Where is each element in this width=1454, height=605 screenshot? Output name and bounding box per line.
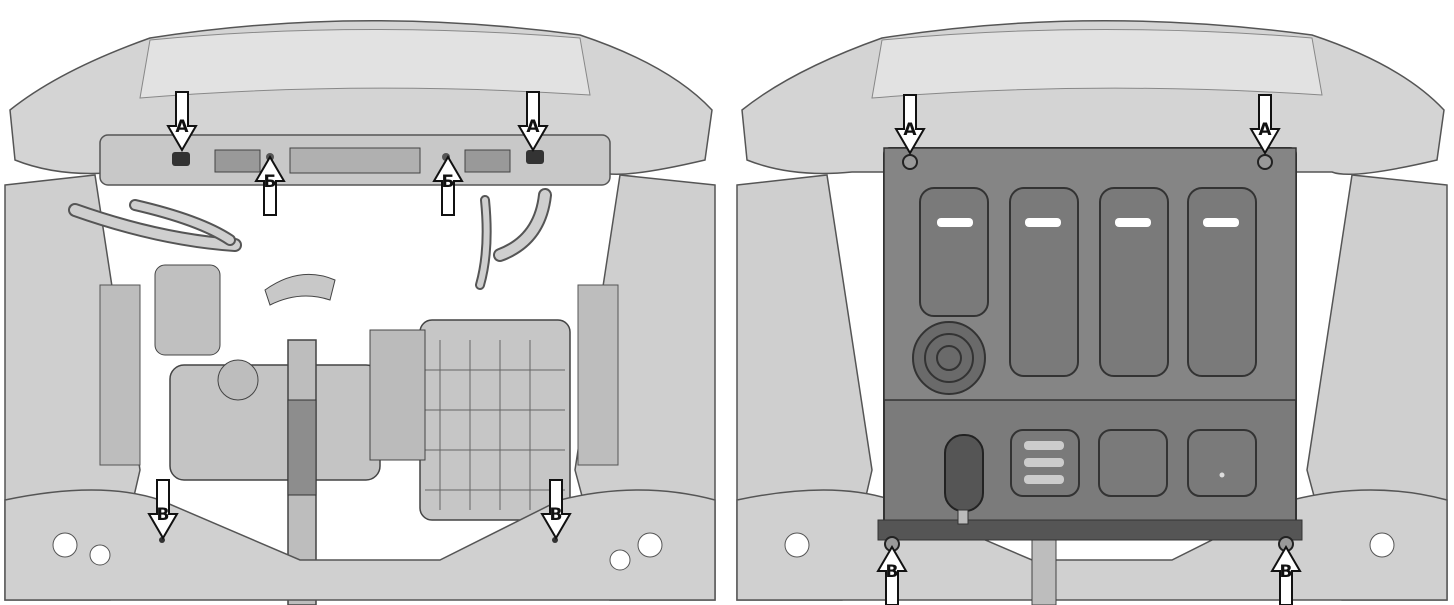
marker-label: А <box>1258 120 1272 140</box>
arrow-shape <box>432 155 464 216</box>
marker-arrow-up: Б <box>432 155 464 216</box>
marker-label: В <box>1280 562 1293 582</box>
marker-arrow-down: А <box>1249 94 1281 155</box>
rear-subframe <box>4 489 716 601</box>
arrow-shape <box>254 155 286 216</box>
marker-arrow-down: В <box>540 479 572 540</box>
marker-label: В <box>550 505 563 525</box>
marker-label: В <box>886 562 899 582</box>
marker-label: А <box>903 120 917 140</box>
arrow-shape <box>517 91 549 152</box>
marker-arrow-down: В <box>147 479 179 540</box>
arrow-shape <box>876 545 908 605</box>
arrow-shape <box>147 479 179 540</box>
marker-arrow-down: А <box>517 91 549 152</box>
underbody-drawing: А А Б Б В В <box>4 19 716 605</box>
skid-plate <box>877 147 1303 552</box>
panel-after: А А В В <box>732 0 1452 605</box>
marker-arrow-down: А <box>166 91 198 152</box>
marker-arrow-up: В <box>876 545 908 605</box>
marker-label: В <box>157 505 170 525</box>
marker-label: А <box>175 117 189 137</box>
panel-before: А А Б Б В В <box>0 0 720 605</box>
marker-arrow-up: В <box>1270 545 1302 605</box>
engine-block <box>169 364 381 481</box>
arrow-shape <box>540 479 572 540</box>
marker-arrow-down: А <box>894 94 926 155</box>
marker-label: Б <box>442 172 455 192</box>
skid-plate-drawing: А А В В <box>736 19 1448 605</box>
marker-label: Б <box>264 172 277 192</box>
marker-label: А <box>526 117 540 137</box>
marker-arrow-up: Б <box>254 155 286 216</box>
arrow-shape <box>166 91 198 152</box>
arrow-shape <box>1270 545 1302 605</box>
arrow-shape <box>894 94 926 155</box>
arrow-shape <box>1249 94 1281 155</box>
